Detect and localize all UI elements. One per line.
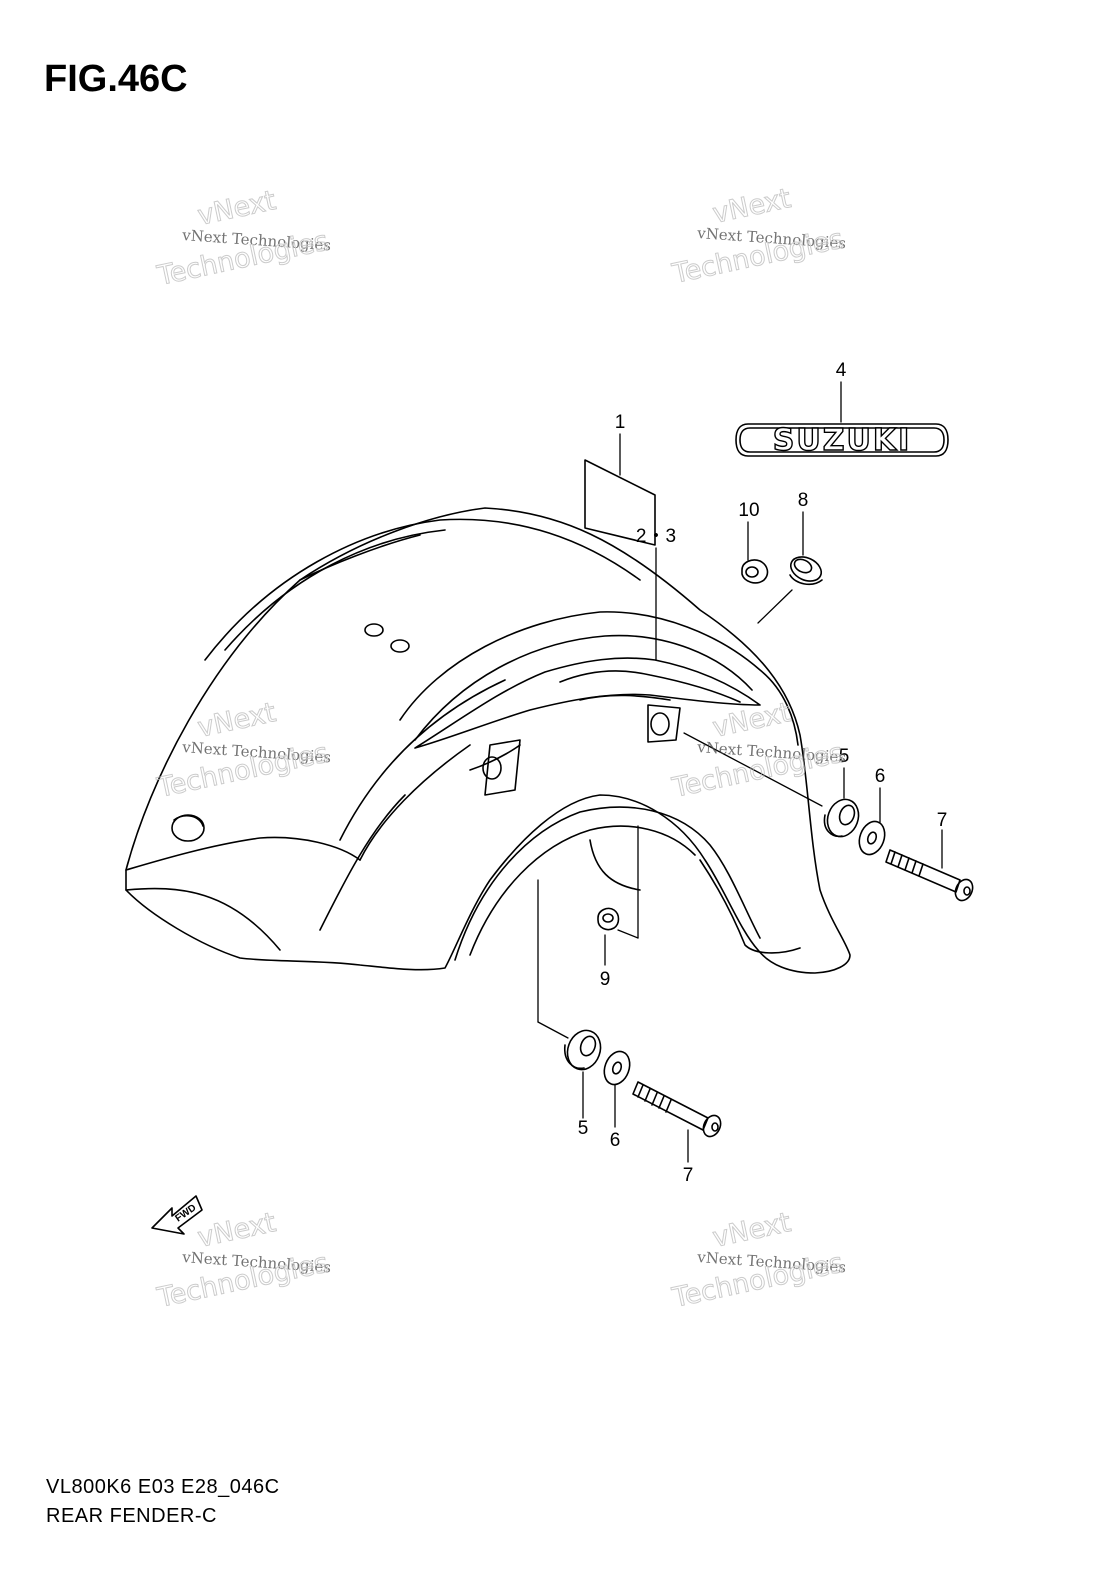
- callout-5-lower: 5: [578, 1118, 589, 1139]
- callout-6-lower: 6: [610, 1130, 621, 1151]
- svg-text:vNext: vNext: [195, 185, 279, 232]
- grommet-10: [741, 559, 769, 584]
- emblem-text: SUZUKI: [773, 423, 912, 458]
- fender-side-hole: [171, 814, 205, 842]
- bolt-7-upper: [885, 849, 974, 902]
- part-name: REAR FENDER-C: [46, 1505, 217, 1527]
- callout-8: 8: [798, 490, 809, 511]
- washer-6-upper: [858, 820, 886, 856]
- cushion-8: [789, 556, 823, 586]
- callout-2-3: 2・3: [636, 526, 676, 547]
- callout-4: 4: [836, 360, 847, 381]
- watermark-mid-left: vNext Technologies vNext Technologies: [154, 697, 332, 805]
- spacer-5-upper: [823, 798, 860, 838]
- callout-7-upper: 7: [937, 810, 948, 831]
- fender-hole-1: [364, 623, 384, 637]
- leader-lines: [537, 381, 943, 1163]
- washer-6-lower: [603, 1050, 631, 1086]
- spacer-5-lower: [564, 1029, 602, 1071]
- fwd-arrow-icon: [151, 1195, 203, 1235]
- callouts: 1 2・3 4 10 8 5 6 7 9 5 6 7: [578, 360, 948, 1186]
- nut-9: [597, 907, 620, 931]
- svg-text:vNext: vNext: [710, 1207, 794, 1254]
- watermark-mid-right: vNext Technologies vNext Technologies: [669, 697, 847, 805]
- callout-9: 9: [600, 969, 611, 990]
- fender-hole-2: [390, 639, 410, 653]
- suzuki-emblem: [735, 423, 949, 457]
- callout-10: 10: [738, 500, 759, 521]
- bolt-7-lower: [632, 1081, 722, 1138]
- callout-1: 1: [615, 412, 626, 433]
- reflector-plate: [414, 657, 761, 749]
- mount-hole-lower: [482, 739, 521, 796]
- svg-text:vNext: vNext: [710, 183, 794, 230]
- svg-text:vNext: vNext: [195, 697, 279, 744]
- watermark-top-left: vNext Technologies vNext Technologies: [154, 185, 332, 293]
- callout-7-lower: 7: [683, 1165, 694, 1186]
- rear-fender: [125, 507, 851, 974]
- model-code: VL800K6 E03 E28_046C: [46, 1476, 280, 1498]
- watermark-top-right: vNext Technologies vNext Technologies: [669, 183, 847, 291]
- callout-5-upper: 5: [839, 746, 850, 767]
- watermarks: vNext Technologies vNext Technologies vN…: [154, 183, 847, 1315]
- callout-6-upper: 6: [875, 766, 886, 787]
- svg-text:vNext: vNext: [710, 697, 794, 744]
- figure-title: FIG.46C: [44, 58, 188, 100]
- mount-hole-upper: [647, 704, 681, 743]
- label-plate-1: [584, 459, 656, 546]
- svg-text:vNext: vNext: [195, 1207, 279, 1254]
- watermark-bottom-right: vNext Technologies vNext Technologies: [669, 1207, 847, 1315]
